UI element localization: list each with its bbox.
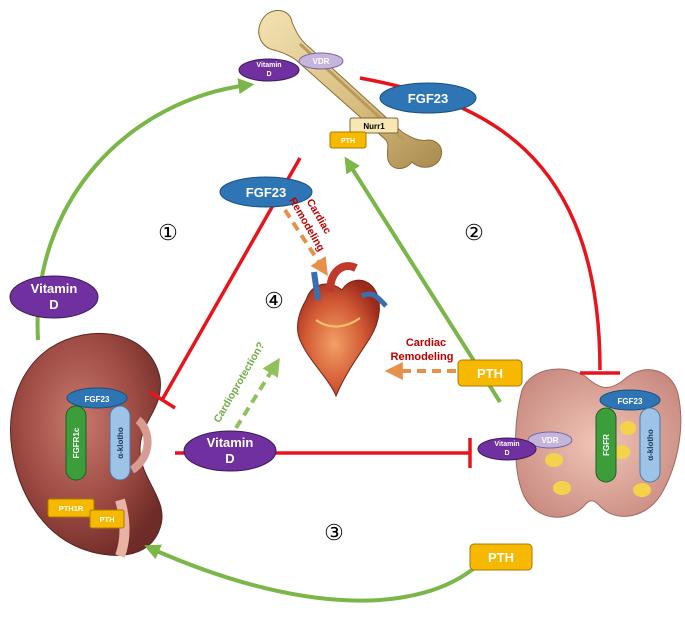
kidney-pth-badge [89, 509, 125, 529]
parathyroid-vitamin-d-badge [477, 437, 537, 461]
vitamin-d-kidney-to-parathyroid-label-2: D [225, 451, 234, 466]
cardiac-remodeling-pth-label-1: Cardiac [406, 337, 446, 349]
kidney-pth-label: PTH [100, 515, 115, 524]
pth-parathyroid-center-label: PTH [477, 366, 503, 381]
parathyroid-fgf23-badge [599, 389, 661, 411]
kidney-klotho-label: α-klotho [116, 427, 125, 459]
fgf23-bone-to-kidney-label: FGF23 [246, 185, 286, 200]
kidney-fgfr1c-badge [65, 405, 87, 481]
bone-pth-badge [329, 131, 367, 149]
cardiac-remodeling-pth-label-2: Remodeling [391, 351, 454, 363]
parathyroid-fgf23-label: FGF23 [618, 397, 643, 406]
bone-nurr1-badge [349, 117, 399, 134]
bone-pth-label: PTH [341, 138, 355, 145]
parathyroid-klotho-label: α-klotho [646, 429, 655, 461]
parathyroid-vitamin-d-label-1: Vitamin [494, 441, 519, 448]
pth-parathyroid-bottom-label: PTH [488, 550, 514, 565]
parathyroid-klotho-badge [639, 407, 661, 483]
parathyroid-vdr-badge [527, 431, 573, 449]
fgf23-bone-to-kidney-badge [219, 176, 313, 208]
vitamin-d-kidney-to-parathyroid-badge [183, 430, 277, 472]
fgf23-cardiac-remodeling-arrow [283, 208, 328, 277]
parathyroid-vitamin-d-label-2: D [504, 450, 509, 457]
vitamin-d-kidney-to-parathyroid-label-1: Vitamin [207, 435, 254, 450]
fgf23-bone-to-parathyroid-label: FGF23 [408, 91, 448, 106]
kidney-pth1r-badge [47, 498, 95, 518]
parathyroid-vdr-label: VDR [542, 436, 559, 445]
kidney-fgf23-badge [66, 387, 128, 409]
bone-vitamin-d-label-2: D [266, 71, 271, 78]
vitamin-d-cardioprotection-arrow [234, 357, 280, 430]
pth-parathyroid-bottom-badge [469, 543, 533, 571]
bone-vdr-badge [298, 52, 344, 70]
bone-vitamin-d-label-1: Vitamin [256, 62, 281, 69]
fgf23-kidney-inhibit-bar [149, 390, 176, 410]
pth-parathyroid-center-badge [457, 359, 523, 387]
bone-nurr1-label: Nurr1 [363, 122, 385, 131]
pth-parathyroid-to-kidney-arrow [144, 544, 480, 603]
loop-marker-4: ④ [264, 288, 284, 313]
bone-vitamin-d-badge [238, 58, 300, 82]
parathyroid-fgfr-label: FGFR [602, 434, 611, 456]
kidney-pth1r-label: PTH1R [59, 504, 84, 513]
loop-marker-3: ③ [324, 520, 344, 545]
kidney-klotho-badge [109, 405, 131, 481]
heart-illustration [297, 262, 388, 398]
vitamin-d-kidney-to-bone-label-2: D [49, 297, 58, 312]
parathyroid-fgfr-badge [595, 407, 617, 483]
cardioprotection-label: Cardioprotection? [211, 340, 267, 425]
loop-marker-2: ② [464, 220, 484, 245]
loop-marker-1: ① [158, 220, 178, 245]
kidney-fgfr1c-label: FGFR1c [72, 427, 81, 458]
vitamin-d-kidney-to-bone-label-1: Vitamin [31, 281, 78, 296]
vitamin-d-kidney-to-bone-badge [9, 275, 99, 319]
fgf23-bone-to-parathyroid-badge [379, 82, 477, 114]
kidney-fgf23-label: FGF23 [85, 395, 110, 404]
bone-vdr-label: VDR [313, 57, 330, 66]
